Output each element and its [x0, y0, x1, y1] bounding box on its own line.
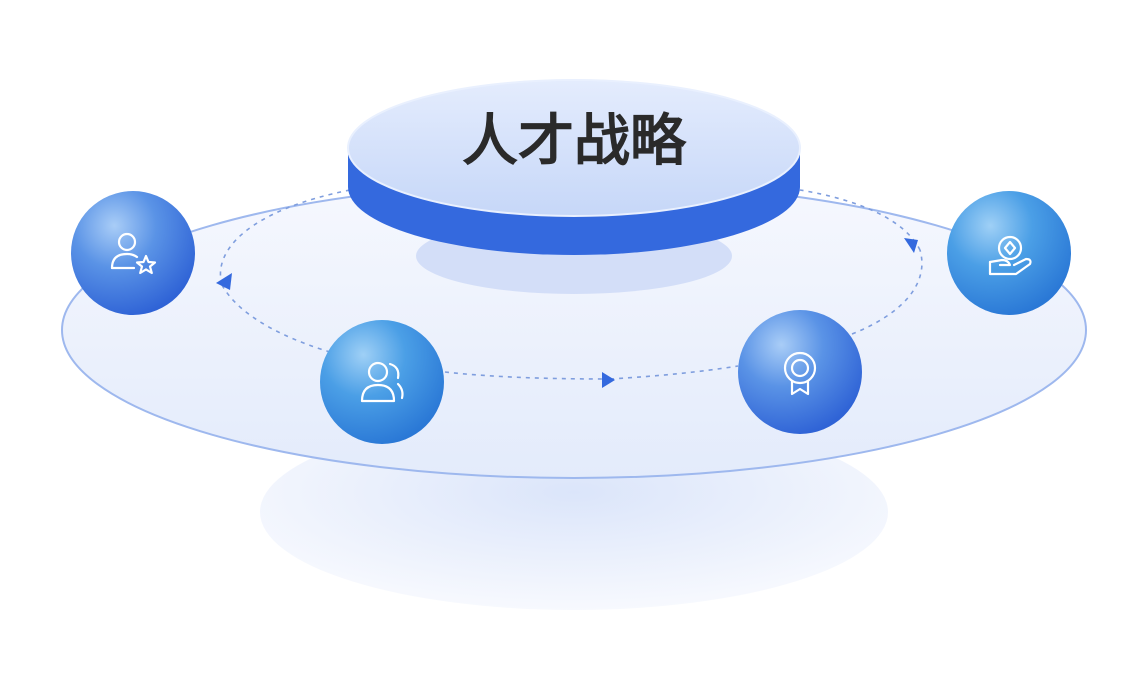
node-award[interactable]	[738, 310, 862, 434]
user-star-icon	[110, 232, 157, 275]
medal-icon	[783, 351, 817, 396]
flow-arrow-right	[904, 238, 918, 253]
node-reward[interactable]	[947, 191, 1071, 315]
center-title: 人才战略	[462, 109, 687, 174]
flow-arrow-bottom	[602, 372, 615, 388]
users-icon	[360, 361, 404, 403]
platform-top	[347, 79, 801, 217]
node-team[interactable]	[320, 320, 444, 444]
hand-coin-icon	[988, 235, 1032, 276]
node-talent-star[interactable]	[71, 191, 195, 315]
flow-arrows	[216, 238, 918, 388]
flow-arrow-left	[216, 273, 232, 290]
